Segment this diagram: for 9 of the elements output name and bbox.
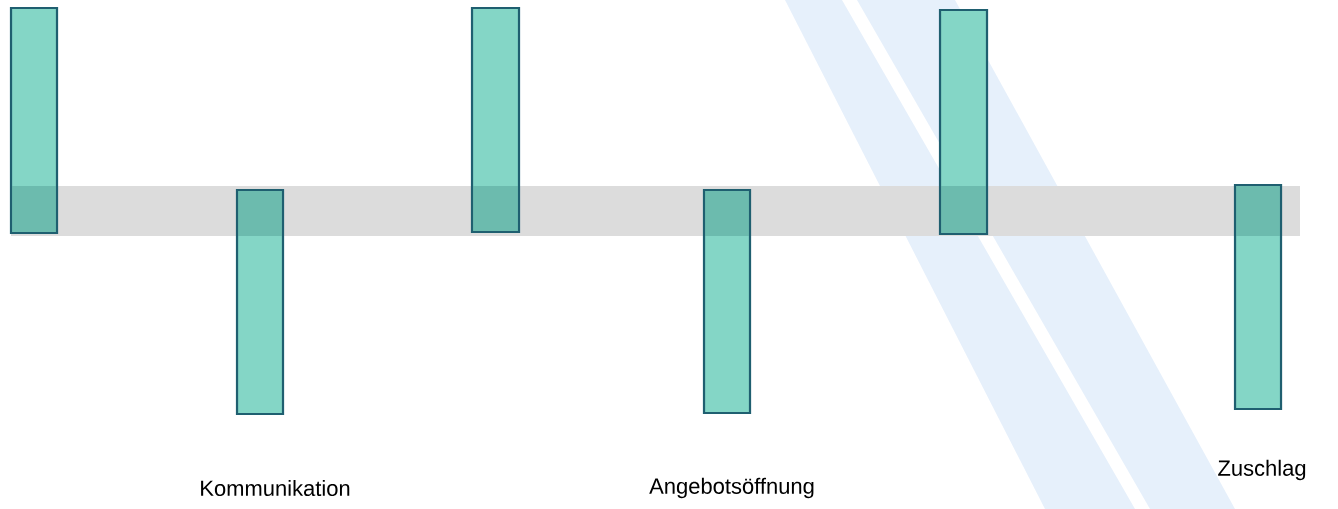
timeline-bar: [1233, 183, 1283, 411]
timeline-bar: [9, 6, 59, 235]
timeline-bar: [938, 8, 989, 236]
timeline-bar: [702, 188, 752, 415]
timeline-bar: [470, 6, 521, 234]
phase-label: Kommunikation: [201, 479, 350, 497]
phase-label: Angebotsöffnung: [649, 477, 814, 499]
timeline-bar: [235, 188, 285, 416]
phase-label: Zuschlag: [1218, 459, 1306, 481]
